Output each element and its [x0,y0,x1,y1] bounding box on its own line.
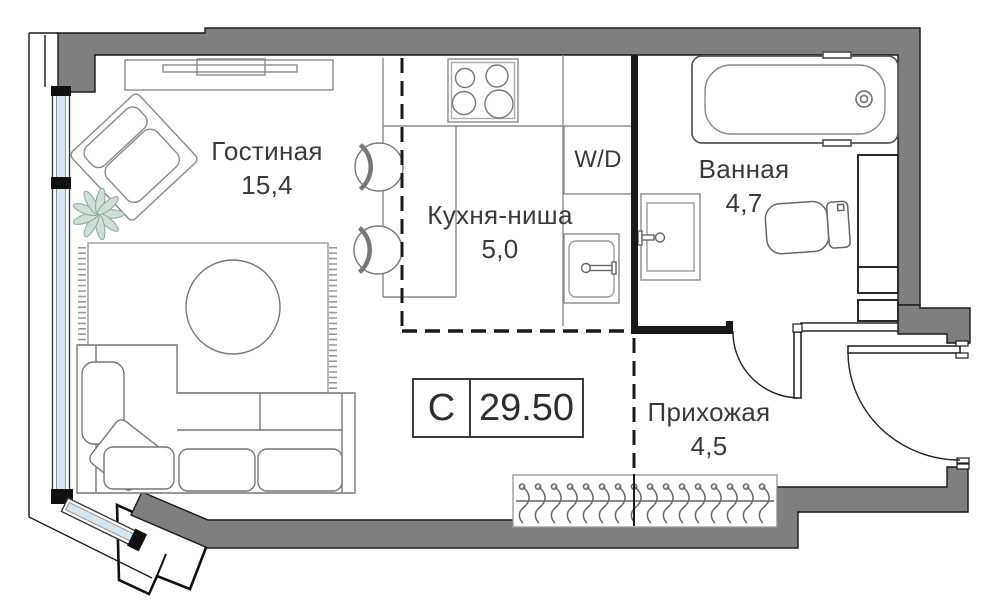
room-label-bathroom: Ванная 4,7 [699,152,790,220]
furniture [70,58,356,494]
door-swing-arc [732,330,798,399]
wardrobe [512,474,778,528]
coffee-table [185,259,281,355]
sofa [76,344,356,494]
plant [72,187,125,241]
bar-stool-2 [353,225,403,275]
shaft-boxes [857,154,899,322]
room-name: Ванная [698,154,790,184]
kitchen-sink [563,233,620,304]
unit-type-label: С [414,380,471,436]
vanity-sink [637,193,701,281]
wall-right-corner [897,304,971,344]
bathroom-fixtures [637,51,899,322]
room-label-living: Гостиная 15,4 [211,134,323,202]
window-left [51,86,73,504]
tv-console [124,59,334,91]
room-name: Кухня-ниша [427,200,573,230]
room-name: Прихожая [647,397,771,427]
kitchen-zone [353,55,634,326]
bathtub [691,51,899,147]
washer-dryer-label: W/D [574,146,622,173]
facade-contour [28,32,153,579]
toilet [764,200,851,255]
tv-screen [162,64,298,73]
room-name: Гостиная [211,136,323,166]
window-diagonal [60,497,148,552]
bathroom-door [732,323,803,399]
room-area: 5,0 [481,234,519,264]
faucet-icon [654,232,666,243]
zone-boundaries [400,58,636,526]
room-label-hallway: Прихожая 4,5 [648,395,771,463]
stove [447,58,519,123]
unit-info-badge: С 29.50 [412,378,584,438]
room-area: 4,5 [690,431,728,461]
tv-mount [196,58,266,76]
room-area: 15,4 [241,170,293,200]
bar-stool-1 [354,142,404,192]
door-swing-arc [847,351,961,461]
unit-total-area: 29.50 [478,386,575,429]
interior-walls [631,55,970,470]
room-label-kitchen: Кухня-ниша 5,0 [427,198,572,266]
faucet-icon [580,262,592,274]
room-area: 4,7 [725,188,763,218]
entrance-door [847,340,970,470]
